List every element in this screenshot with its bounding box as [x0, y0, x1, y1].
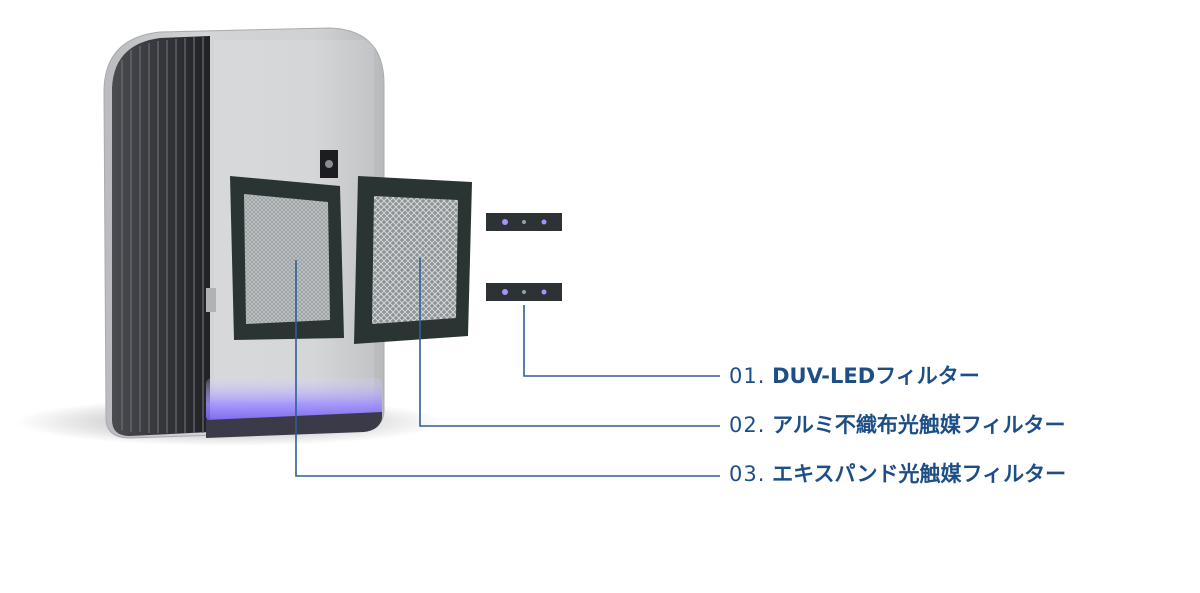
callout-label-01: 01. DUV-LEDフィルター	[729, 366, 980, 387]
led-chip-icon	[541, 289, 547, 295]
led-chip-icon	[522, 290, 526, 294]
callout-number: 02.	[729, 413, 766, 437]
side-vent-slot	[206, 288, 216, 312]
callout-number: 03.	[729, 462, 766, 486]
filter-03-expanded-photocatalyst	[230, 176, 344, 340]
filter-02-aluminum-nonwoven	[354, 176, 472, 344]
leader-line-01	[523, 305, 720, 377]
grille-slats	[121, 37, 204, 433]
base-strip	[206, 412, 382, 438]
filter-01-duv-led	[486, 213, 562, 301]
filter-03-mesh	[244, 194, 330, 324]
callout-number: 01.	[729, 364, 766, 388]
callout-label-02: 02. アルミ不織布光触媒フィルター	[729, 415, 1065, 436]
side-grille	[112, 36, 210, 436]
uv-glow-window	[206, 378, 382, 422]
leader-line-02	[419, 258, 720, 427]
filter-02-mesh	[372, 196, 458, 324]
led-chip-icon	[522, 220, 526, 224]
callout-name: DUV-LEDフィルター	[772, 364, 980, 388]
leader-line-03	[295, 260, 720, 477]
led-chip-icon	[502, 289, 508, 295]
led-chip-icon	[541, 219, 547, 225]
callout-label-03: 03. エキスパンド光触媒フィルター	[729, 464, 1066, 485]
leader-lines	[295, 258, 720, 477]
logo-mark-icon	[325, 160, 333, 168]
callout-name: アルミ不織布光触媒フィルター	[772, 413, 1066, 437]
callout-name: エキスパンド光触媒フィルター	[772, 462, 1067, 486]
led-chip-icon	[502, 219, 508, 225]
